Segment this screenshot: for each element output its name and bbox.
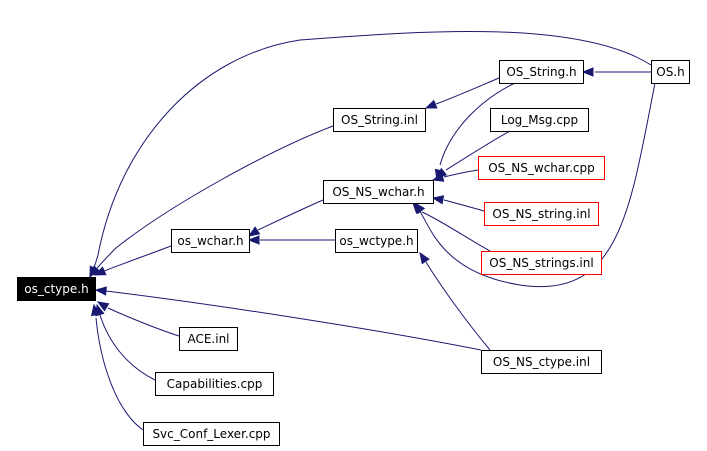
arrowhead-icon (90, 303, 101, 317)
node-label: OS_NS_string.inl (492, 207, 590, 221)
arrowhead-icon (431, 172, 445, 182)
arrowhead-icon (431, 195, 445, 205)
arrowhead-icon (424, 99, 438, 109)
node-box (481, 251, 602, 275)
node-capabilities[interactable]: Capabilities.cpp (155, 372, 274, 396)
edge-line (105, 290, 482, 351)
node-box (499, 60, 584, 84)
node-label: OS_NS_ctype.inl (493, 355, 590, 369)
node-label: OS_NS_wchar.cpp (488, 161, 595, 175)
node-box (651, 60, 690, 84)
node-box (490, 108, 589, 132)
edge-os-ns-ctype-inl-to-os-wctype (419, 251, 491, 351)
arrowhead-icon (89, 265, 99, 279)
node-box (333, 108, 426, 132)
node-os-h[interactable]: OS.h (651, 60, 690, 84)
node-os-ctype[interactable]: os_ctype.h (17, 277, 96, 301)
node-label: os_ctype.h (24, 282, 88, 296)
arrowhead-icon (581, 67, 594, 77)
arrowhead-icon (412, 201, 424, 215)
node-box (478, 156, 605, 180)
node-label: OS_String.inl (341, 113, 418, 127)
node-os-string-inl[interactable]: OS_String.inl (333, 108, 426, 132)
node-os-ns-ctype-inl[interactable]: OS_NS_ctype.inl (481, 350, 602, 374)
edge-os-ns-wchar-cpp-to-os-ns-wchar-h (431, 169, 479, 182)
edge-line (421, 211, 491, 252)
node-box (335, 229, 418, 253)
edge-line (443, 169, 479, 178)
node-os-ns-wchar-cpp[interactable]: OS_NS_wchar.cpp (478, 156, 605, 180)
node-label: OS_NS_wchar.h (332, 185, 424, 199)
node-os-ns-wchar-h[interactable]: OS_NS_wchar.h (323, 180, 434, 204)
edge-line (103, 245, 172, 272)
node-os-wchar[interactable]: os_wchar.h (171, 229, 250, 253)
node-label: Svc_Conf_Lexer.cpp (152, 427, 270, 441)
node-os-wctype[interactable]: os_wctype.h (335, 229, 418, 253)
edge-os-ns-wchar-h-to-os-wchar (247, 199, 324, 237)
edge-line (95, 317, 144, 431)
edge-line (107, 307, 180, 337)
edge-line (418, 82, 656, 288)
node-log-msg[interactable]: Log_Msg.cpp (490, 108, 589, 132)
edge-os-ns-string-inl-to-os-ns-wchar-h (431, 195, 485, 212)
edge-os-wctype-to-os-wchar (247, 235, 335, 245)
node-os-string-h[interactable]: OS_String.h (499, 60, 584, 84)
node-box (155, 372, 274, 396)
arrowhead-icon (247, 235, 260, 245)
edge-line (91, 31, 652, 273)
edge-os-string-inl-to-os-ctype (89, 125, 334, 277)
node-svc-conf-lexer[interactable]: Svc_Conf_Lexer.cpp (143, 422, 280, 446)
node-label: OS.h (656, 65, 684, 79)
node-box (323, 180, 434, 204)
node-label: Log_Msg.cpp (501, 113, 578, 127)
arrowhead-icon (247, 226, 261, 237)
edge-os-h-to-os-ctype (89, 31, 652, 279)
arrowhead-icon (94, 286, 107, 296)
edge-os-wchar-to-os-ctype (93, 245, 172, 276)
node-box (171, 229, 250, 253)
arrowhead-icon (419, 251, 430, 265)
edge-line (94, 125, 334, 272)
edge-line (257, 199, 324, 231)
edge-line (425, 261, 491, 351)
node-layer: os_ctype.h os_wchar.h OS_String.inlOS_NS_w… (17, 60, 690, 446)
edge-os-ns-strings-inl-to-os-ns-wchar-h (414, 201, 491, 252)
edge-line (435, 77, 500, 105)
edge-line (439, 82, 516, 166)
node-box (143, 422, 280, 446)
node-label: OS_NS_strings.inl (489, 256, 593, 270)
arrowhead-icon (96, 301, 110, 312)
node-box (17, 277, 96, 301)
edge-line (443, 199, 485, 212)
edge-line (445, 130, 511, 171)
node-label: os_wchar.h (177, 234, 243, 248)
edge-line (99, 314, 156, 381)
node-os-ns-strings-inl[interactable]: OS_NS_strings.inl (481, 251, 602, 275)
edge-os-h-to-os-string-h (581, 67, 651, 77)
edge-os-h-to-os-ns-wchar-h (412, 82, 656, 288)
node-os-ns-string-inl[interactable]: OS_NS_string.inl (484, 202, 599, 226)
edge-layer (89, 31, 656, 431)
node-label: ACE.inl (187, 332, 229, 346)
node-box (481, 350, 602, 374)
node-label: os_wctype.h (339, 234, 413, 248)
edge-svc-conf-lexer-to-os-ctype (90, 303, 144, 431)
edge-ace-inl-to-os-ctype (96, 301, 180, 337)
node-box (179, 327, 238, 351)
edge-os-ns-ctype-inl-to-os-ctype (94, 286, 482, 351)
edge-os-string-h-to-os-string-inl (424, 77, 500, 109)
node-label: OS_String.h (506, 65, 576, 79)
node-ace-inl[interactable]: ACE.inl (179, 327, 238, 351)
node-label: Capabilities.cpp (167, 377, 263, 391)
node-box (484, 202, 599, 226)
